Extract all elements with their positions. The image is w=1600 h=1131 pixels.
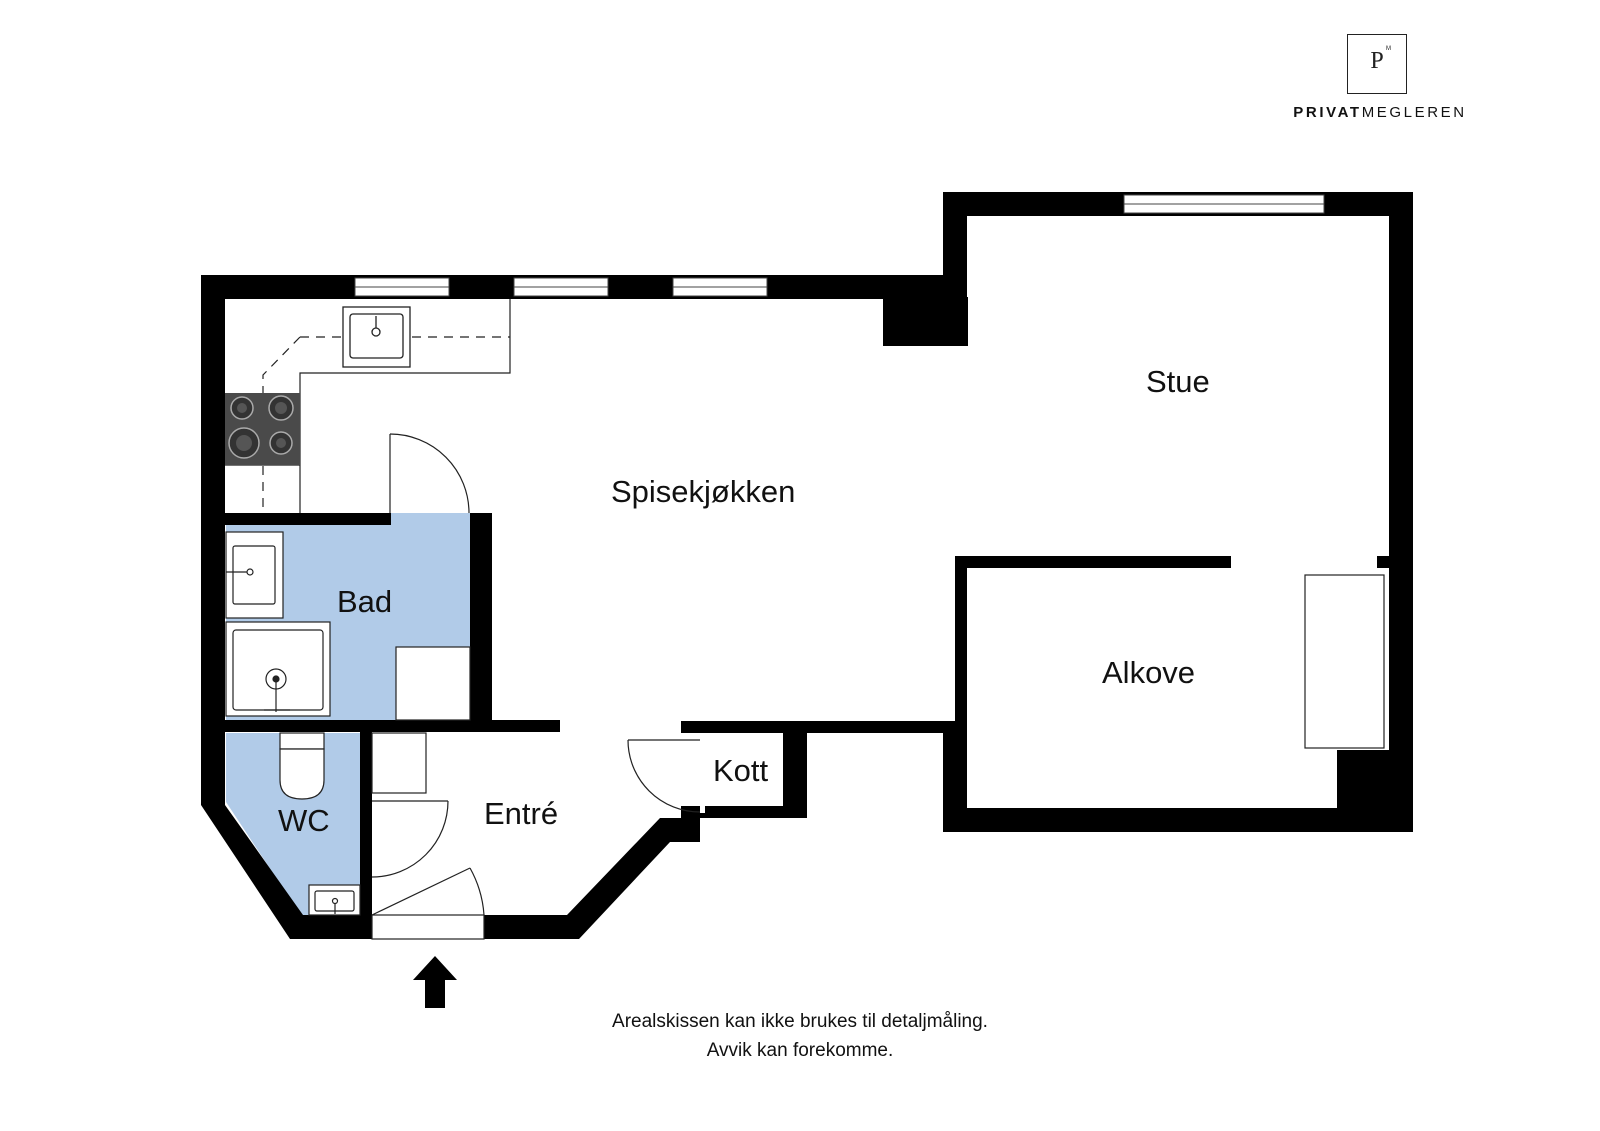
stove-icon [225, 393, 300, 465]
bad-washbasin-icon [225, 531, 284, 619]
room-label-entre: Entré [484, 796, 559, 831]
kott-door-icon [627, 733, 705, 813]
wc-washbasin-icon [308, 884, 361, 916]
alkove-wardrobe [1304, 574, 1385, 749]
brand-logo: P M [1347, 34, 1407, 94]
bad-cabinet [395, 646, 471, 721]
wc-floor [226, 733, 360, 917]
bad-door-icon [389, 433, 470, 514]
entrance-arrow-icon [413, 956, 457, 1008]
room-label-alkove: Alkove [1102, 655, 1196, 690]
room-label-wc: WC [278, 803, 330, 838]
room-label-spisekjokken: Spisekjøkken [611, 474, 796, 509]
logo-letter: P [1370, 48, 1384, 74]
room-label-stue: Stue [1146, 364, 1210, 399]
logo-superscript: M [1386, 46, 1391, 52]
brand-name-bold: PRIVAT [1293, 104, 1362, 121]
disclaimer-line-2: Avvik kan forekomme. [706, 1040, 894, 1061]
toilet-icon [279, 732, 325, 800]
disclaimer-line-1: Arealskissen kan ikke brukes til detaljm… [612, 1011, 988, 1032]
wc-door-icon [371, 800, 449, 878]
room-label-bad: Bad [337, 584, 393, 619]
brand-name: PRIVATMEGLEREN [1280, 104, 1480, 121]
entre-cabinet [371, 732, 427, 794]
shower-icon [225, 621, 331, 717]
entrance-door-icon [371, 867, 485, 940]
kitchen-sink-icon [342, 306, 411, 368]
windows [354, 194, 1325, 297]
brand-name-regular: MEGLEREN [1361, 104, 1467, 121]
disclaimer: Arealskissen kan ikke brukes til detaljm… [560, 1007, 1040, 1065]
room-label-kott: Kott [713, 753, 769, 788]
